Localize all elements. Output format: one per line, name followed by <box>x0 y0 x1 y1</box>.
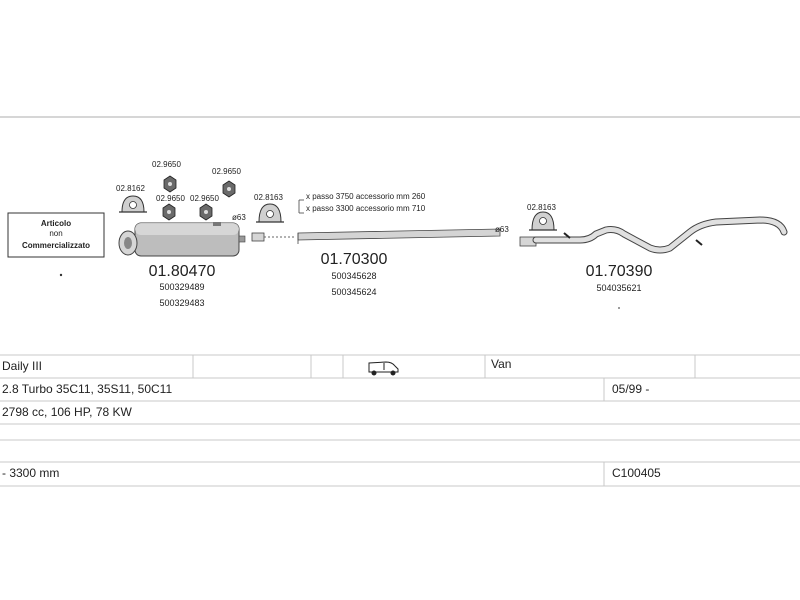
front-pipe-part <box>519 216 788 254</box>
nut-icon <box>199 203 213 221</box>
clamp-label-6: 02.8163 <box>254 193 283 202</box>
clamp-label-2: 02.9650 <box>152 160 181 169</box>
clamp-label-3: 02.9650 <box>212 167 241 176</box>
model-cell: Daily III <box>2 359 42 373</box>
not-sold-note: Articolo non Commercializzato <box>7 212 105 258</box>
diameter-label-2: ø63 <box>495 225 509 234</box>
nut-icon <box>162 203 176 221</box>
clamp-label-1: 02.8162 <box>116 184 145 193</box>
rubber-mount-icon <box>119 195 147 213</box>
rear-silencer-oem-2: 500329483 <box>159 298 204 308</box>
engine-cell: 2.8 Turbo 35C11, 35S11, 50C11 <box>2 382 172 396</box>
note-line-2: non <box>49 229 62 238</box>
body-type-cell: Van <box>491 357 511 371</box>
rear-silencer-oem-1: 500329489 <box>159 282 204 292</box>
note-line-3: Commercializzato <box>22 241 90 250</box>
dot-marker <box>618 307 620 309</box>
nut-icon <box>222 180 236 198</box>
middle-pipe-note-2: x passo 3300 accessorio mm 710 <box>306 204 426 213</box>
date-range-cell: 05/99 - <box>612 382 649 396</box>
note-line-1: Articolo <box>41 219 71 228</box>
clamp-label-7: 02.8163 <box>527 203 556 212</box>
van-icon <box>368 361 399 376</box>
rear-silencer-part <box>118 222 246 257</box>
diameter-label-1: ø63 <box>232 213 246 222</box>
clamp-label-4: 02.9650 <box>156 194 185 203</box>
front-pipe-oem-1: 504035621 <box>596 283 641 293</box>
middle-pipe-note-1: x passo 3750 accessorio mm 260 <box>306 192 426 201</box>
middle-pipe-oem-1: 500345628 <box>331 271 376 281</box>
dot-marker <box>59 273 63 277</box>
clamp-icon <box>529 211 557 231</box>
clamp-icon <box>256 203 284 223</box>
code-cell: C100405 <box>612 466 661 480</box>
middle-pipe-part <box>251 199 501 244</box>
middle-pipe-number: 01.70300 <box>321 251 388 268</box>
specs-cell: 2798 cc, 106 HP, 78 KW <box>2 405 133 419</box>
rear-silencer-number: 01.80470 <box>149 263 216 280</box>
middle-pipe-oem-2: 500345624 <box>331 287 376 297</box>
front-pipe-number: 01.70390 <box>586 263 653 280</box>
wheelbase-cell: - 3300 mm <box>2 466 59 480</box>
nut-icon <box>163 175 177 193</box>
vehicle-table <box>0 354 800 487</box>
clamp-label-5: 02.9650 <box>190 194 219 203</box>
